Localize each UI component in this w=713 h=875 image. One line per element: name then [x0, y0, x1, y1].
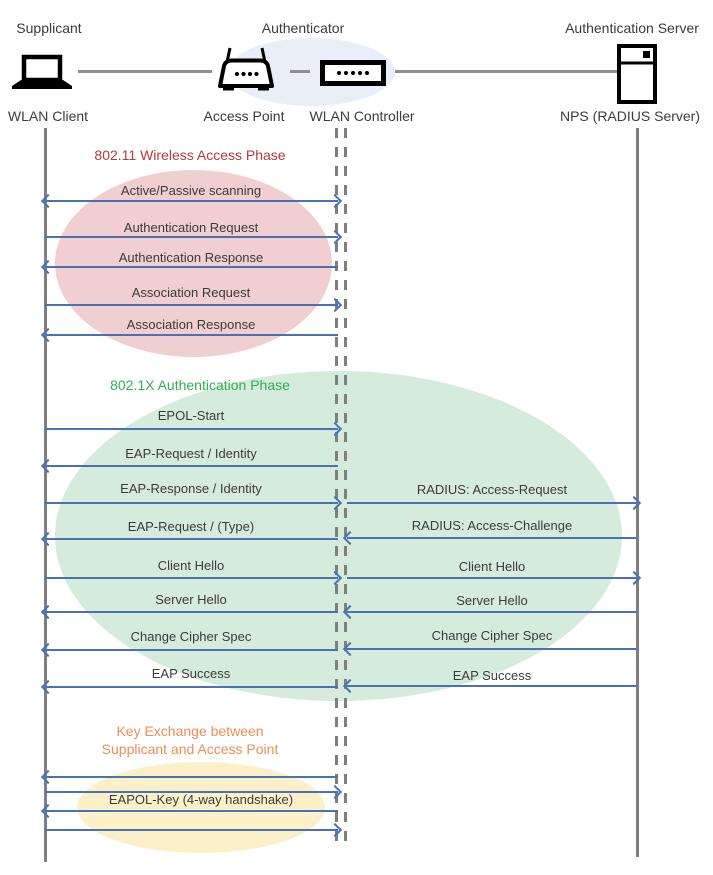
- message-arrow: [347, 685, 637, 687]
- message-arrow: [45, 649, 338, 651]
- lifeline-server: [636, 128, 639, 857]
- message-label: EAP Success: [151, 666, 231, 681]
- message-arrow: [45, 266, 338, 268]
- message-label: EAP-Response / Identity: [120, 481, 262, 496]
- device-nps-radius-server: NPS (RADIUS Server): [559, 108, 701, 124]
- role-authenticator: Authenticator: [261, 20, 345, 36]
- link-controller-server: [395, 70, 618, 73]
- message-label: RADIUS: Access-Challenge: [411, 518, 573, 533]
- lifeline-supplicant: [44, 128, 47, 862]
- wlan-controller-icon: [320, 60, 386, 86]
- device-wlan-controller: WLAN Controller: [309, 108, 415, 124]
- device-access-point: Access Point: [203, 108, 285, 124]
- access-point-icon: [218, 47, 274, 91]
- message-arrow: [45, 538, 338, 540]
- message-label: Association Response: [126, 317, 256, 332]
- message-arrow: [347, 611, 637, 613]
- message-label: EAP-Request / Identity: [125, 446, 257, 461]
- message-arrow: [347, 577, 637, 579]
- message-arrow: [45, 428, 338, 430]
- message-arrow: [45, 304, 338, 306]
- message-arrow: [45, 334, 338, 336]
- message-arrow: [45, 791, 338, 793]
- message-label: Client Hello: [157, 558, 225, 573]
- message-label: RADIUS: Access-Request: [416, 482, 568, 497]
- role-supplicant: Supplicant: [16, 20, 82, 36]
- message-label: Change Cipher Spec: [431, 628, 553, 643]
- message-arrow: [347, 537, 637, 539]
- phase2-ellipse: [55, 371, 622, 701]
- message-arrow: [45, 776, 338, 778]
- message-label: Client Hello: [458, 559, 526, 574]
- message-arrow: [45, 810, 338, 812]
- message-arrow: [45, 465, 338, 467]
- phase3-title-line1: Key Exchange between: [116, 723, 264, 739]
- link-client-ap: [78, 70, 212, 73]
- role-authentication-server: Authentication Server: [565, 20, 699, 36]
- message-label: Active/Passive scanning: [120, 183, 262, 198]
- phase3-title-line2: Supplicant and Access Point: [101, 741, 279, 757]
- link-ap-controller: [290, 70, 310, 73]
- message-arrow: [347, 648, 637, 650]
- message-arrow: [45, 200, 338, 202]
- phase2-title: 802.1X Authentication Phase: [110, 377, 290, 393]
- message-arrow: [347, 502, 637, 504]
- message-label: Server Hello: [456, 593, 528, 608]
- message-arrow: [45, 611, 338, 613]
- device-wlan-client: WLAN Client: [7, 108, 89, 124]
- message-label: Server Hello: [155, 592, 227, 607]
- message-label: EAPOL-Key (4-way handshake): [108, 792, 294, 807]
- message-label: Association Request: [131, 285, 251, 300]
- laptop-icon: [12, 54, 72, 89]
- message-label: EAP-Request / (Type): [127, 519, 255, 534]
- message-arrow: [45, 502, 338, 504]
- message-arrow: [45, 577, 338, 579]
- message-arrow: [45, 686, 338, 688]
- lifeline-authenticator-right: [344, 128, 347, 850]
- lifeline-authenticator-left: [335, 128, 338, 850]
- server-icon: [617, 44, 657, 104]
- phase1-title: 802.11 Wireless Access Phase: [94, 147, 286, 163]
- message-label: Authentication Response: [118, 250, 264, 265]
- message-label: Authentication Request: [123, 220, 259, 235]
- message-label: EPOL-Start: [157, 408, 225, 423]
- message-arrow: [45, 236, 338, 238]
- message-label: Change Cipher Spec: [130, 629, 252, 644]
- message-label: EAP Success: [452, 668, 532, 683]
- message-arrow: [45, 829, 338, 831]
